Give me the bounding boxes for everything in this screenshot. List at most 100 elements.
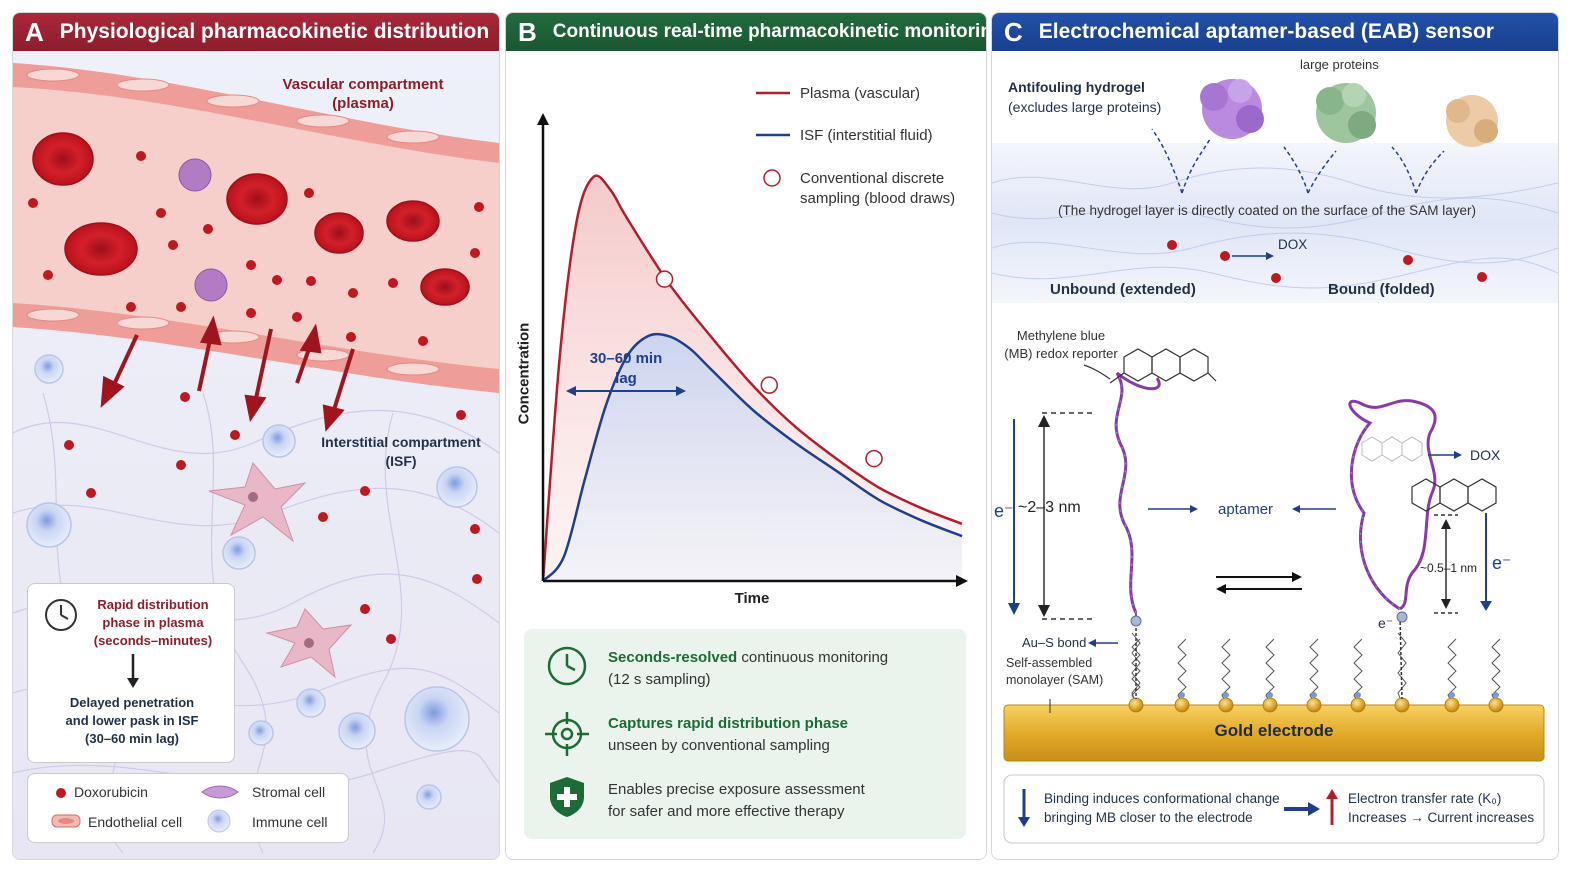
summary-line3: (seconds–minutes): [93, 633, 213, 648]
legend-sampling: Conventional discrete sampling (blood dr…: [800, 169, 955, 209]
legend-plasma: Plasma (vascular): [800, 85, 921, 102]
interstitial-compartment-label: Interstitial compartment (ISF): [303, 433, 499, 471]
shield-plus-icon: [550, 777, 584, 817]
summary-line4: Delayed penetration: [69, 695, 195, 710]
aptamer-folded: [1348, 399, 1437, 611]
hydrogel-note: (The hydrogel layer is directly coated o…: [1058, 203, 1476, 218]
mb-structure-left: [1109, 348, 1217, 384]
stromal-cell-icon: [201, 785, 239, 799]
panel-c-header: C Electrochemical aptamer-based (EAB) se…: [992, 13, 1558, 51]
feature-3: Enables precise exposure assessment for …: [608, 779, 865, 823]
clock-icon: [45, 599, 77, 631]
gold-electrode-label: Gold electrode: [1214, 721, 1334, 740]
electron-bottom: e⁻: [1378, 615, 1394, 631]
delayed-penetration-text: Delayed penetration and lower pask in IS…: [34, 694, 230, 748]
panel-b-letter: B: [518, 16, 537, 47]
y-axis-arrowhead: [537, 113, 549, 125]
protein-purple: [1200, 79, 1264, 139]
bound-label: Bound (folded): [1328, 281, 1435, 298]
panel-a-letter: A: [25, 16, 44, 47]
sam-label: Self-assembled monolayer (SAM): [1006, 655, 1103, 689]
note-line3: Electron transfer rate (K₀): [1348, 791, 1502, 806]
sampling-points: [655, 270, 883, 468]
aptamer-label: aptamer: [1218, 501, 1274, 518]
immune-cell-icon: [207, 809, 231, 833]
panel-b-title: Continuous real-time pharmacokinetic mon…: [552, 21, 987, 42]
panel-a-title: Physiological pharmacokinetic distributi…: [59, 20, 490, 43]
down-arrow-icon: [127, 654, 139, 688]
hydrogel-label-line2: (excludes large proteins): [1008, 99, 1162, 115]
lag-label-line1: 30–60 min: [589, 350, 663, 367]
feature-1-line2: (12 s sampling): [608, 671, 711, 688]
rapid-phase-text: Rapid distribution phase in plasma (seco…: [78, 596, 228, 650]
sam-label-line2: monolayer (SAM): [1006, 673, 1104, 687]
note-electron-transfer: Electron transfer rate (K₀) Increases → …: [1348, 789, 1534, 827]
vascular-label-line2: (plasma): [332, 95, 394, 112]
doxorubicin-icon: [56, 788, 66, 798]
dox-right-label: DOX: [1470, 447, 1501, 463]
isf-label-line2: (ISF): [385, 453, 417, 469]
feature-1-bold: Seconds-resolved: [608, 649, 738, 666]
distance-folded: ~0.5–1 nm: [1420, 561, 1478, 575]
legend-immune: Immune cell: [252, 814, 328, 830]
sampling-point: [865, 449, 883, 468]
sam-label-line1: Self-assembled: [1006, 656, 1093, 670]
eab-sensor-illustration: [992, 79, 1558, 844]
sampling-point: [655, 270, 674, 288]
summary-line5: and lower pask in ISF: [65, 713, 199, 728]
summary-line1: Rapid distribution: [97, 597, 209, 612]
legend-isf: ISF (interstitial fluid): [800, 127, 933, 144]
endothelial-cell-icon: [51, 814, 81, 828]
lag-label-line2: lag: [615, 370, 637, 387]
mb-label-line2: (MB) redox reporter: [1004, 346, 1118, 361]
pk-chart: [537, 91, 968, 587]
cell-legend: Doxorubicin Stromal cell Endothelial cel…: [27, 773, 349, 843]
legend-sampling-swatch: [763, 169, 781, 187]
panel-b-header: B Continuous real-time pharmacokinetic m…: [506, 13, 986, 51]
x-axis-arrowhead: [956, 575, 968, 587]
distribution-summary-box: Rapid distribution phase in plasma (seco…: [27, 583, 235, 763]
feature-1: Seconds-resolved continuous monitoring (…: [608, 647, 888, 691]
feature-2: Captures rapid distribution phase unseen…: [608, 713, 848, 757]
dox-molecule: [1361, 436, 1423, 462]
target-icon: [545, 712, 589, 756]
au-s-bond-label: Au–S bond: [1022, 635, 1087, 650]
unbound-label: Unbound (extended): [1050, 281, 1196, 298]
protein-beige: [1446, 95, 1498, 147]
legend-stromal: Stromal cell: [252, 784, 326, 800]
panel-c-letter: C: [1004, 16, 1023, 47]
panel-a: A Physiological pharmacokinetic distribu…: [12, 12, 500, 860]
electron-right: e⁻: [1492, 553, 1512, 573]
hydrogel-label-line1: Antifouling hydrogel: [1008, 79, 1145, 95]
vascular-compartment-label: Vascular compartment (plasma): [263, 75, 463, 113]
dox-top-label: DOX: [1278, 237, 1308, 252]
panel-b: B Continuous real-time pharmacokinetic m…: [505, 12, 987, 860]
legend-endothelial: Endothelial cell: [88, 814, 183, 830]
summary-line2: phase in plasma: [102, 615, 204, 630]
legend-sampling-line2: sampling (blood draws): [800, 190, 956, 207]
lag-label: 30–60 min lag: [576, 349, 676, 389]
feature-1-rest: continuous monitoring: [737, 649, 889, 666]
clock-icon: [547, 646, 587, 686]
hydrogel-label: Antifouling hydrogel (excludes large pro…: [1008, 77, 1161, 117]
panel-a-illustration: [13, 51, 499, 859]
y-axis-label: Concentration: [515, 322, 533, 425]
note-line1: Binding induces conformational change: [1044, 791, 1280, 806]
legend-sampling-line1: Conventional discrete: [800, 170, 945, 187]
electron-left: e⁻: [994, 501, 1014, 521]
panel-c: C Electrochemical aptamer-based (EAB) se…: [991, 12, 1559, 860]
note-box: [1003, 774, 1545, 844]
summary-line6: (30–60 min lag): [85, 731, 179, 746]
vascular-label-line1: Vascular compartment: [282, 76, 444, 93]
legend-doxorubicin: Doxorubicin: [74, 784, 148, 800]
isf-area: [543, 334, 962, 581]
panel-c-title: Electrochemical aptamer-based (EAB) sens…: [1038, 20, 1494, 43]
note-line2: bringing MB closer to the electrode: [1044, 810, 1253, 825]
sampling-point: [760, 376, 779, 394]
feature-2-line2: unseen by conventional sampling: [608, 737, 830, 754]
aptamer-extended: [1114, 371, 1161, 614]
large-proteins-label: large proteins: [1300, 57, 1379, 72]
protein-green: [1316, 83, 1376, 143]
mb-label-line1: Methylene blue: [1016, 328, 1106, 343]
feature-3-rest: Enables precise exposure assessment: [608, 781, 865, 798]
